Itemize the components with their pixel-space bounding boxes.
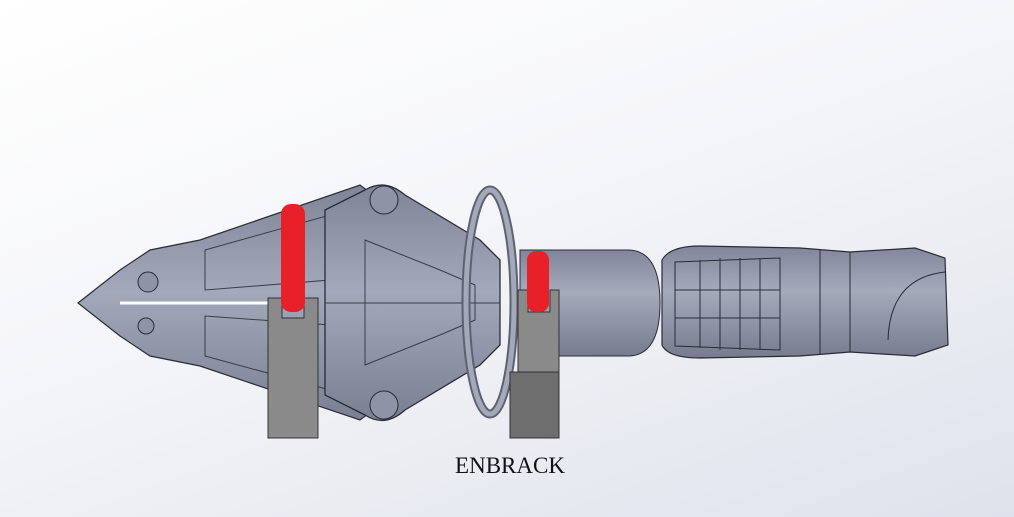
strap-front <box>281 204 305 312</box>
hub-bolt <box>369 390 399 420</box>
clamp-block-front <box>267 297 319 439</box>
pivot-pin <box>137 317 155 335</box>
hub-bolt <box>369 185 399 215</box>
central-housing <box>324 184 501 422</box>
pivot-pin <box>137 271 159 293</box>
clamp-block-rear <box>509 289 560 439</box>
caption-label: ENBRACK <box>455 453 565 478</box>
motor-housing <box>661 245 949 359</box>
strap-rear <box>527 251 549 312</box>
